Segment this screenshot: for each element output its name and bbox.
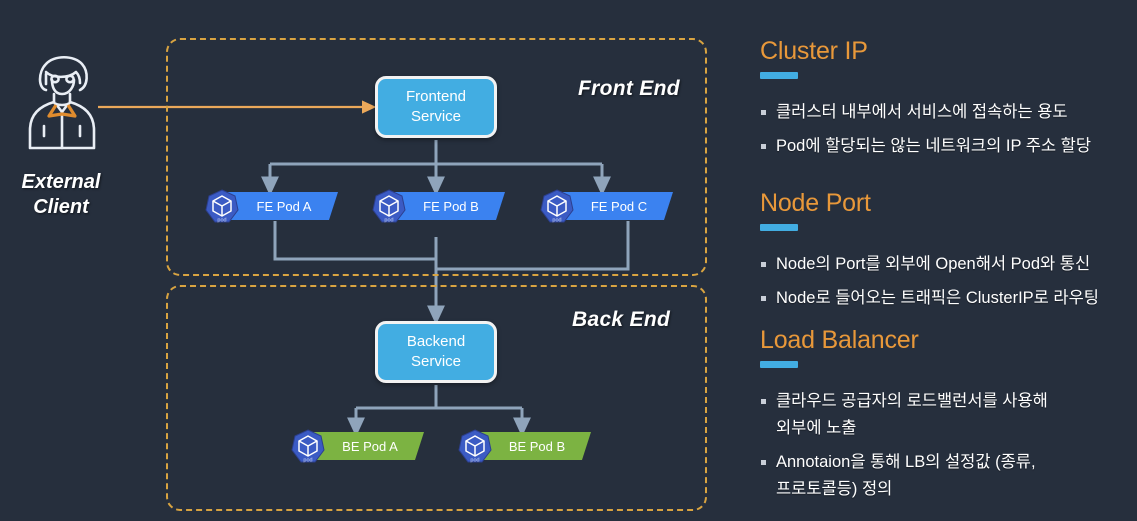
title-accent-bar [760,361,798,368]
chip-background [477,432,591,460]
frontend-service-line1: Frontend [405,88,467,105]
pod-chip-be-a[interactable]: pod BE Pod A [288,429,424,464]
external-client-label: External Client [21,171,101,218]
section-node-port: Node Port Node의 Port를 외부에 Open해서 Pod와 통신… [760,188,1137,319]
chip-background [391,192,505,220]
bullet-line-1: Node로 들어오는 트래픽은 ClusterIP로 라우팅 [776,289,1099,307]
pod-label: BE Pod A [342,438,398,454]
section-load-balancer: Load Balancer 클라우드 공급자의 로드밸런서를 사용해 외부에 노… [760,325,1137,510]
pod-label: FE Pod B [423,198,479,214]
svg-text:pod: pod [470,458,479,464]
kubernetes-pod-icon: pod [458,429,492,464]
svg-text:pod: pod [552,218,561,224]
chip-background [224,192,338,220]
chip-background [310,432,424,460]
section-title: Cluster IP [760,37,868,65]
title-accent-bar [760,72,798,79]
section-title: Load Balancer [760,326,919,354]
person-user-icon [28,55,96,150]
kubernetes-pod-icon: pod [205,189,239,224]
bullet-line-1: 클러스터 내부에서 서비스에 접속하는 용도 [776,103,1068,121]
bullet-item: Node로 들어오는 트래픽은 ClusterIP로 라우팅 [760,285,1137,312]
pod-label: FE Pod C [590,198,648,214]
backend-service-line1: Backend [406,333,466,350]
bullet-item: Annotaion을 통해 LB의 설정값 (종류, 프로토콜등) 정의 [760,449,1137,503]
connector-lines [98,100,630,437]
section-cluster-ip: Cluster IP 클러스터 내부에서 서비스에 접속하는 용도 Pod에 할… [760,36,1137,167]
back-end-zone [166,285,707,511]
chip-background [559,192,673,220]
bullet-line-1: Annotaion을 통해 LB의 설정값 (종류, [776,453,1036,471]
back-end-zone-label: Back End [572,308,671,331]
pod-label: BE Pod B [508,438,566,454]
backend-service-node[interactable]: Backend Service [375,321,497,383]
bullet-line-1: 클라우드 공급자의 로드밸런서를 사용해 [776,392,1048,410]
pod-chip-fe-c[interactable]: pod FE Pod C [537,189,673,224]
bullet-list: 클라우드 공급자의 로드밸런서를 사용해 외부에 노출 Annotaion을 통… [760,388,1137,503]
bullet-list: 클러스터 내부에서 서비스에 접속하는 용도 Pod에 할당되는 않는 네트워크… [760,99,1137,160]
kubernetes-pod-icon: pod [291,429,325,464]
bullet-line-2: 프로토콜등) 정의 [776,480,893,498]
section-title: Node Port [760,189,871,217]
bullet-line-2: 외부에 노출 [776,419,857,437]
kubernetes-pod-icon: pod [372,189,406,224]
svg-text:pod: pod [384,218,393,224]
frontend-service-node[interactable]: Frontend Service [375,76,497,138]
bullet-item: 클러스터 내부에서 서비스에 접속하는 용도 [760,99,1137,126]
title-accent-bar [760,224,798,231]
frontend-service-line2: Service [410,108,462,125]
svg-text:pod: pod [303,458,312,464]
bullet-item: Pod에 할당되는 않는 네트워크의 IP 주소 할당 [760,133,1137,160]
backend-service-line2: Service [410,353,462,370]
svg-text:pod: pod [217,218,226,224]
bullet-line-1: Node의 Port를 외부에 Open해서 Pod와 통신 [776,255,1091,273]
front-end-zone-label: Front End [578,77,680,100]
architecture-diagram: Front End Back End External Client Front… [21,38,707,511]
pod-chip-fe-a[interactable]: pod FE Pod A [202,189,338,224]
bullet-line-1: Pod에 할당되는 않는 네트워크의 IP 주소 할당 [776,137,1092,155]
service-types-panel: Cluster IP 클러스터 내부에서 서비스에 접속하는 용도 Pod에 할… [752,0,1137,521]
kubernetes-pod-icon: pod [540,189,574,224]
bullet-item: 클라우드 공급자의 로드밸런서를 사용해 외부에 노출 [760,388,1137,442]
pod-chip-fe-b[interactable]: pod FE Pod B [369,189,505,224]
front-end-zone [166,38,707,276]
pod-label: FE Pod A [256,198,312,214]
pod-chip-be-b[interactable]: pod BE Pod B [455,429,591,464]
bullet-item: Node의 Port를 외부에 Open해서 Pod와 통신 [760,251,1137,278]
bullet-list: Node의 Port를 외부에 Open해서 Pod와 통신 Node로 들어오… [760,251,1137,312]
